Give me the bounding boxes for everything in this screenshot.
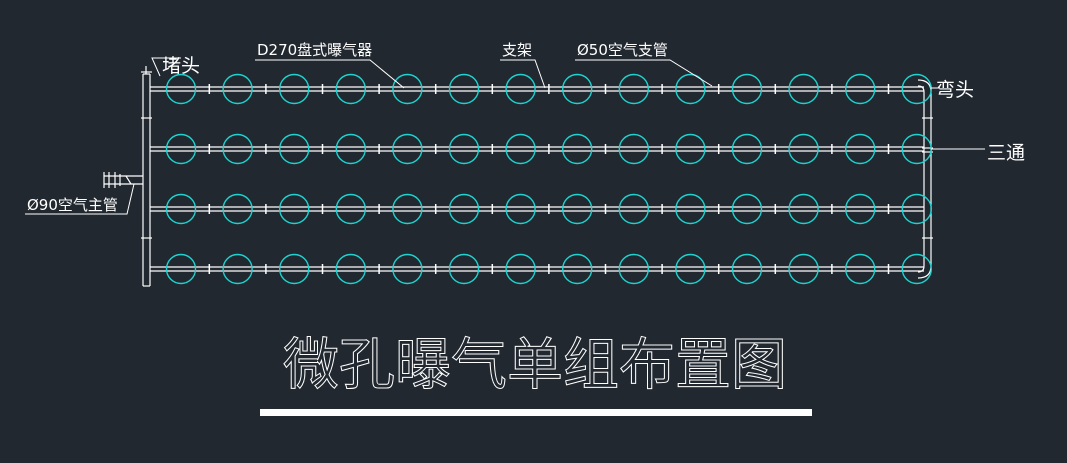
left-manifold bbox=[142, 73, 151, 287]
diffuser bbox=[901, 193, 932, 225]
diffuser bbox=[335, 73, 366, 105]
diffuser bbox=[618, 193, 649, 225]
diffuser bbox=[675, 73, 706, 105]
diffuser bbox=[845, 73, 876, 105]
label-end-cap: 堵头 bbox=[162, 55, 200, 77]
end-cap-symbol bbox=[141, 66, 152, 74]
diffuser bbox=[448, 193, 480, 225]
diffuser bbox=[222, 73, 253, 105]
diffuser bbox=[165, 253, 197, 285]
diffuser bbox=[279, 253, 310, 285]
diffuser bbox=[448, 73, 480, 105]
diffuser bbox=[165, 193, 197, 225]
diffuser bbox=[562, 73, 593, 105]
title-underline bbox=[260, 409, 812, 416]
diffuser bbox=[562, 253, 593, 285]
diffuser bbox=[731, 73, 763, 105]
diffuser bbox=[448, 253, 480, 285]
label-elbow: 弯头 bbox=[936, 79, 974, 101]
vertical-support-markers bbox=[141, 117, 933, 239]
label-main-pipe: Ø90空气主管 bbox=[27, 196, 118, 214]
diffuser bbox=[788, 133, 819, 165]
diffuser bbox=[392, 253, 423, 285]
diffuser bbox=[675, 253, 706, 285]
diffuser bbox=[335, 253, 366, 285]
diffuser bbox=[222, 253, 253, 285]
diffuser bbox=[845, 193, 876, 225]
diffuser bbox=[618, 133, 649, 165]
label-diffuser: D270盘式曝气器 bbox=[257, 41, 372, 59]
diffuser bbox=[392, 133, 423, 165]
diffuser bbox=[845, 133, 876, 165]
diffuser bbox=[335, 193, 366, 225]
diffuser bbox=[731, 193, 763, 225]
diffuser bbox=[392, 193, 423, 225]
diffuser bbox=[901, 73, 932, 105]
diffuser bbox=[618, 73, 649, 105]
diffuser bbox=[675, 133, 706, 165]
label-branch-pipe: Ø50空气支管 bbox=[577, 41, 668, 59]
diffuser bbox=[562, 133, 593, 165]
diffuser bbox=[222, 193, 253, 225]
diffuser bbox=[279, 133, 310, 165]
label-tee: 三通 bbox=[987, 142, 1025, 164]
diffuser bbox=[335, 133, 366, 165]
drawing-title: 微孔曝气单组布置图 bbox=[283, 333, 787, 398]
branch-rows bbox=[150, 73, 932, 285]
diffuser bbox=[505, 253, 536, 285]
diffuser bbox=[392, 73, 423, 105]
diffuser bbox=[618, 253, 649, 285]
diffuser bbox=[562, 193, 593, 225]
diffuser bbox=[731, 133, 763, 165]
diffuser bbox=[279, 193, 310, 225]
label-support: 支架 bbox=[502, 41, 532, 59]
diffuser bbox=[901, 253, 932, 285]
diffuser bbox=[505, 133, 536, 165]
diffuser bbox=[788, 193, 819, 225]
main-pipe-inlet bbox=[103, 172, 143, 188]
diffuser bbox=[222, 133, 253, 165]
diffuser bbox=[731, 253, 763, 285]
diffuser bbox=[505, 73, 536, 105]
diffuser bbox=[165, 73, 197, 105]
diffuser bbox=[448, 133, 480, 165]
diffuser bbox=[788, 73, 819, 105]
diffuser bbox=[165, 133, 197, 165]
diffuser bbox=[788, 253, 819, 285]
diffuser bbox=[675, 193, 706, 225]
diffuser bbox=[845, 253, 876, 285]
diffuser bbox=[505, 193, 536, 225]
diffuser bbox=[279, 73, 310, 105]
leader-lines bbox=[25, 57, 985, 215]
